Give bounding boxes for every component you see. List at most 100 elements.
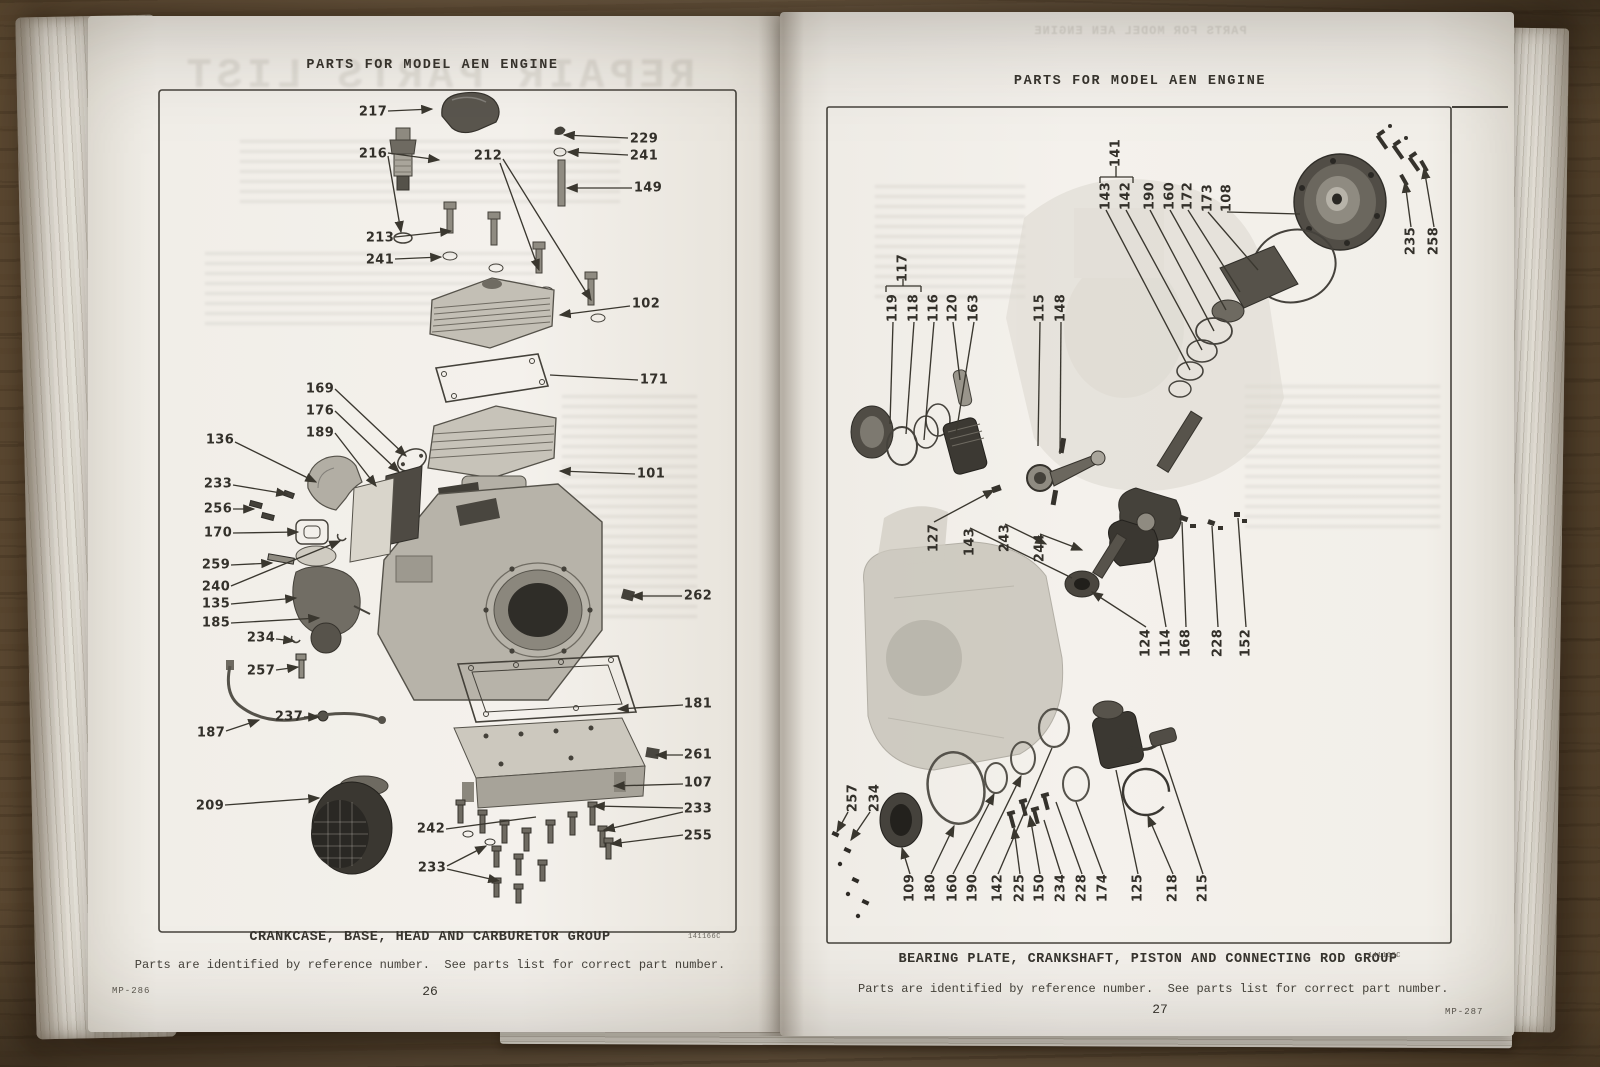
part-number-label: 218	[1166, 874, 1181, 902]
leader-line	[1187, 209, 1241, 293]
drain-plug-part	[645, 747, 660, 760]
part-number-label: 257	[846, 784, 861, 812]
part-number-label: 225	[1013, 874, 1028, 902]
leader-line	[566, 147, 629, 158]
crankcase-part	[377, 483, 603, 701]
book-spine	[758, 12, 804, 1036]
leader-line	[1169, 209, 1227, 311]
leader-line	[234, 441, 318, 483]
part-number-label: 125	[1131, 874, 1146, 902]
part-number-label: 181	[684, 697, 712, 712]
leader-line	[592, 801, 684, 811]
leader-line	[609, 834, 684, 848]
leader-line	[930, 824, 955, 875]
fuel-line-part	[226, 660, 386, 724]
part-number-label: 234	[1054, 874, 1069, 902]
leader-line	[394, 252, 443, 263]
leader-line	[1043, 819, 1062, 875]
filter-frame-part	[349, 477, 395, 563]
part-number-label: 233	[418, 861, 446, 876]
ghost-crankcase-outline	[863, 506, 1064, 771]
leader-line	[1207, 211, 1259, 271]
main-bearing-part	[1064, 570, 1100, 598]
leader-line	[616, 703, 684, 714]
part-number-label: 124	[1139, 629, 1154, 657]
plug-part	[620, 588, 636, 602]
right-figure-caption: BEARING PLATE, CRANKSHAFT, PISTON AND CO…	[898, 952, 1398, 967]
leader-line	[232, 527, 300, 537]
leader-line	[502, 158, 592, 302]
part-number-label: 190	[966, 874, 981, 902]
part-number-label: 216	[359, 147, 387, 162]
leader-line	[1004, 523, 1048, 545]
leader-line	[1149, 209, 1215, 332]
leader-line	[1037, 321, 1041, 447]
part-number-label: 234	[247, 631, 275, 646]
leader-line	[1059, 321, 1062, 455]
leader-line	[562, 130, 629, 141]
leader-line	[334, 410, 400, 473]
part-number-label: 240	[202, 580, 230, 595]
air-cleaner-part	[311, 775, 393, 875]
part-number-label: 136	[206, 433, 234, 448]
part-number-label: 235	[1404, 227, 1419, 255]
leader-line	[230, 613, 321, 624]
leader-line	[334, 388, 407, 457]
leader-line	[230, 558, 274, 569]
part-number-label: 242	[417, 822, 445, 837]
part-number-label: 173	[1201, 184, 1216, 212]
exploded-diagram-crankshaft-group: 1411431421901601721731081171191181161201…	[826, 106, 1452, 944]
part-number-label: 143	[963, 528, 978, 556]
leader-line	[1401, 180, 1412, 228]
part-number-label: 262	[684, 589, 712, 604]
leader-line	[446, 868, 501, 884]
leader-line	[334, 432, 377, 488]
leader-line	[923, 321, 935, 441]
left-figure-code: 141166C	[688, 933, 721, 941]
part-number-label: 142	[1119, 182, 1134, 210]
part-number-label: 259	[202, 558, 230, 573]
part-number-label: 142	[991, 874, 1006, 902]
part-number-label: 117	[896, 254, 911, 282]
piston-part	[942, 417, 988, 475]
part-number-label: 172	[1181, 182, 1196, 210]
part-number-label: 241	[366, 253, 394, 268]
flange-and-rings-parts	[1168, 245, 1299, 398]
leader-line	[446, 845, 488, 867]
leader-line	[905, 321, 915, 435]
part-number-label: 171	[640, 373, 668, 388]
engine-base-part	[453, 717, 646, 809]
part-number-label: 243	[998, 524, 1013, 552]
leader-line	[275, 663, 300, 674]
leader-line	[558, 466, 636, 477]
part-number-label: 160	[946, 874, 961, 902]
leader-line	[225, 718, 261, 732]
leader-line	[558, 305, 631, 319]
right-manual-code: MP-287	[1445, 1007, 1484, 1017]
part-number-label: 148	[1054, 294, 1069, 322]
ghost-text-smudge	[240, 140, 620, 210]
leader-line	[1010, 826, 1021, 875]
part-number-label: 255	[684, 829, 712, 844]
part-number-label: 180	[924, 874, 939, 902]
leader-line	[230, 594, 298, 605]
part-number-label: 212	[474, 149, 502, 164]
leader-line	[232, 484, 289, 497]
leader-line	[1159, 743, 1204, 875]
part-number-label: 116	[927, 294, 942, 322]
part-number-label: 169	[306, 382, 334, 397]
leader-line	[1211, 525, 1219, 628]
cylinder-head-part	[429, 277, 555, 349]
part-number-label: 209	[196, 799, 224, 814]
leader-line	[850, 811, 871, 842]
part-number-label: 170	[204, 526, 232, 541]
leader-line	[972, 774, 1022, 875]
bearing-plate-part	[1293, 153, 1387, 251]
leader-line	[836, 811, 849, 834]
left-figure-note: Parts are identified by reference number…	[134, 958, 726, 972]
spark-plug-part	[389, 127, 417, 244]
right-figure-code: 141163C	[1368, 952, 1401, 960]
right-page-number: 27	[1152, 1002, 1168, 1017]
part-number-label: 233	[204, 477, 232, 492]
